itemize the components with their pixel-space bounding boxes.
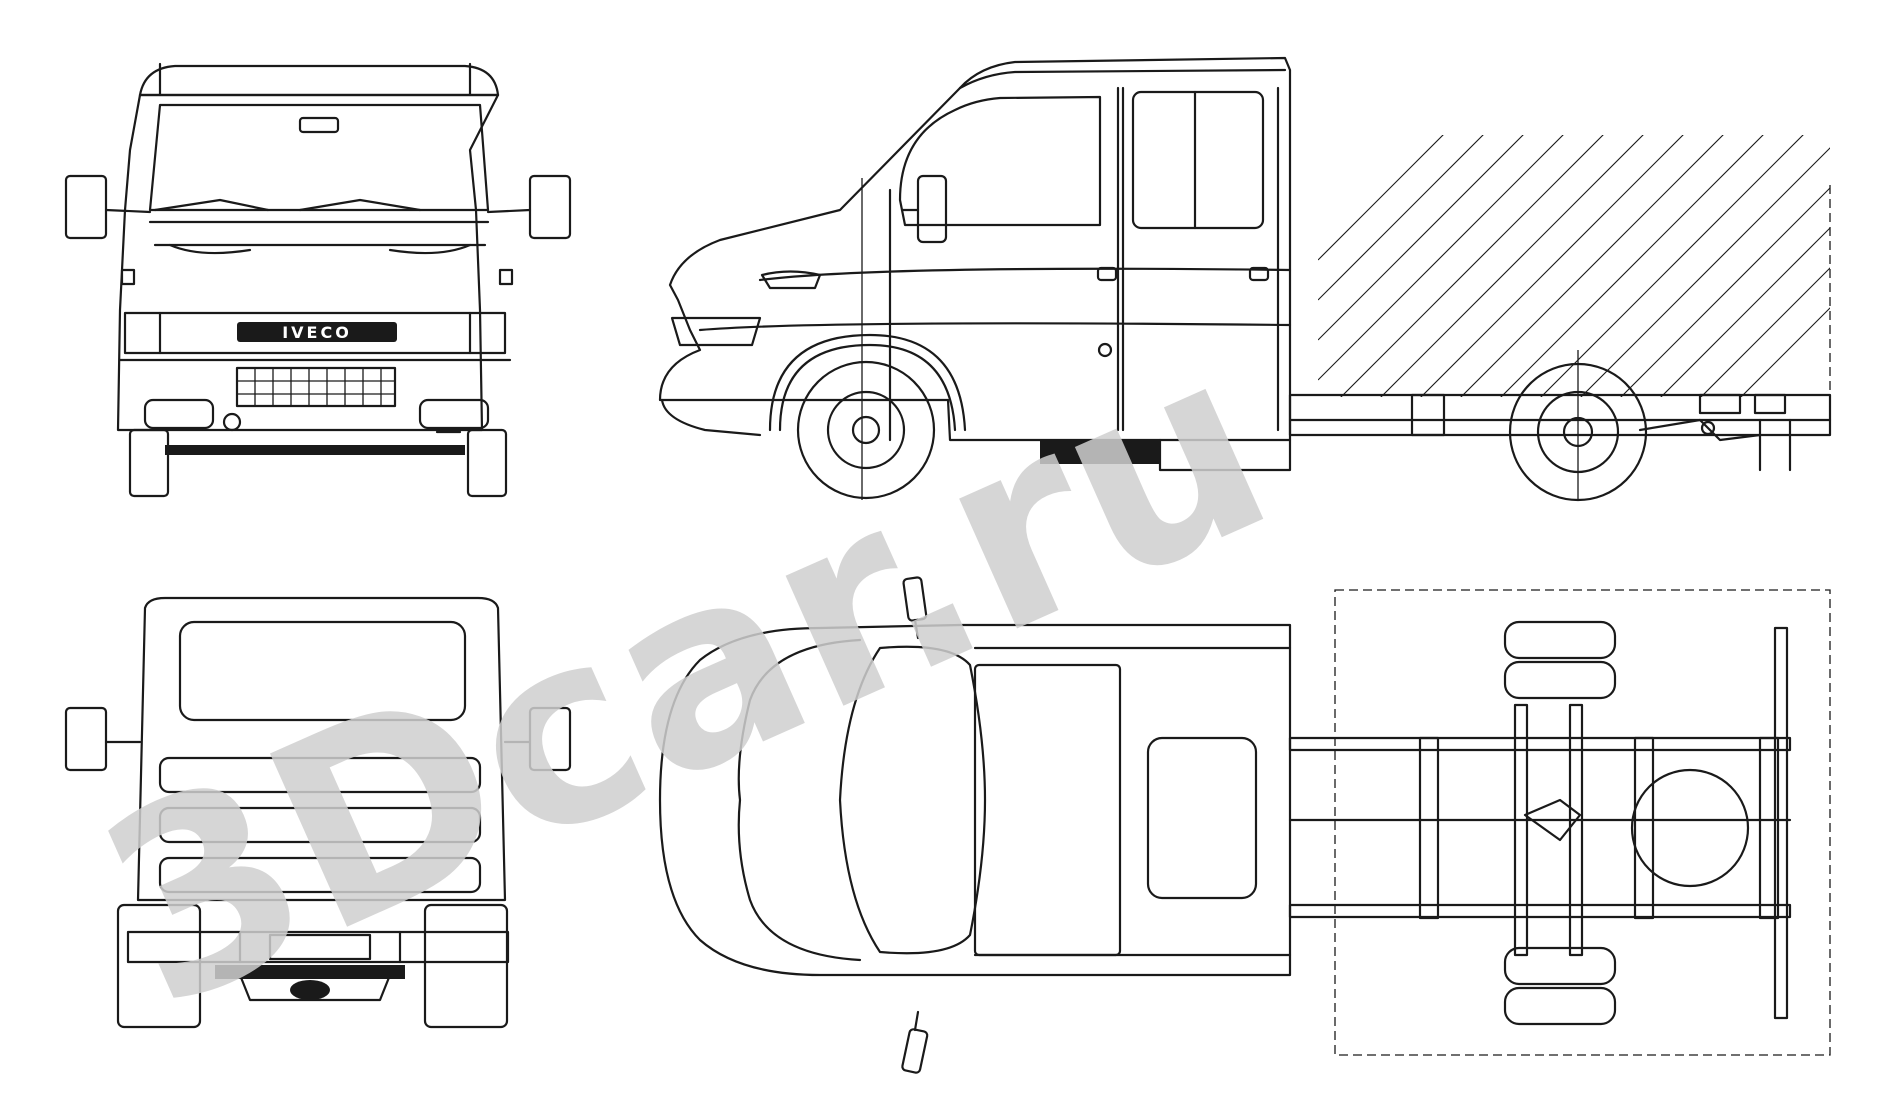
top-rear-wheel <box>1503 986 1617 1026</box>
brand-badge <box>237 322 397 342</box>
front-grille <box>237 368 395 406</box>
left-fog-light <box>143 398 215 430</box>
brand-badge-text: IVECO <box>282 323 352 342</box>
front-right-wheel <box>466 428 508 498</box>
rear-panel-rib <box>158 756 482 794</box>
top-cab-roof <box>973 663 1122 957</box>
side-view <box>658 56 1832 502</box>
top-rear-wheel <box>1503 620 1617 660</box>
bed-outline <box>1334 589 1831 1056</box>
right-fog-light <box>418 398 490 430</box>
top-rear-wheel <box>1503 660 1617 700</box>
rear-crossbeam <box>1773 626 1789 1020</box>
rear-view <box>64 596 572 1029</box>
rear-left-wheel <box>116 903 202 1029</box>
rear-right-wheel <box>423 903 509 1029</box>
rear-panel-rib <box>158 806 482 844</box>
top-frame-rail <box>1288 903 1792 919</box>
cargo-hatch <box>1318 135 1830 397</box>
front-left-wheel <box>128 428 170 498</box>
top-frame-rail <box>1288 736 1792 752</box>
top-windshield <box>838 645 987 955</box>
side-chassis-frame <box>1288 393 1832 437</box>
rear-panel-rib <box>158 856 482 894</box>
right-mirror <box>528 174 572 240</box>
top-roof-hatch <box>1146 736 1258 900</box>
top-view <box>658 576 1831 1074</box>
front-underbody <box>165 445 465 455</box>
spare-wheel <box>1630 768 1750 888</box>
front-door-window <box>898 95 1102 227</box>
rear-window <box>178 620 467 722</box>
left-mirror <box>64 174 108 240</box>
top-rear-wheel <box>1503 946 1617 986</box>
rear-door-window <box>1131 90 1265 230</box>
side-headlight <box>670 316 762 347</box>
front-view: IVECO <box>64 62 572 498</box>
side-front-wheel <box>796 360 936 500</box>
